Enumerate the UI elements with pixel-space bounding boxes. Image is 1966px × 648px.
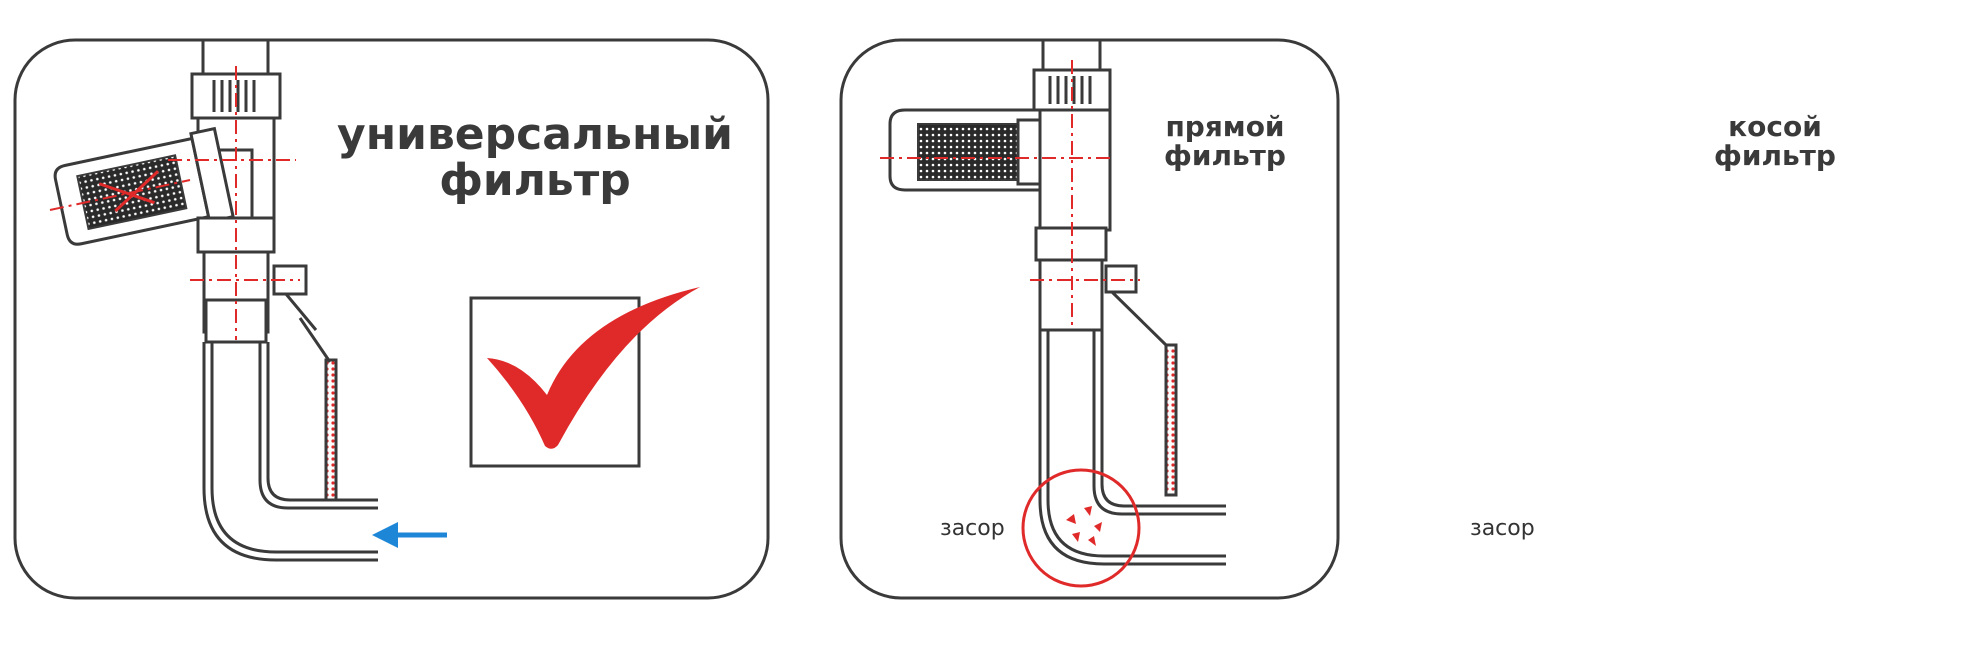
flow-arrow bbox=[372, 522, 447, 548]
drain-bend bbox=[202, 342, 378, 562]
drain-bend bbox=[1038, 330, 1226, 566]
approved-check bbox=[469, 287, 700, 468]
panel-universal bbox=[13, 38, 770, 600]
clog-label: засор bbox=[940, 516, 1005, 541]
ball-valve bbox=[1034, 226, 1178, 497]
panel-title-straight: прямой фильтр bbox=[1130, 112, 1320, 171]
title-line: прямой bbox=[1165, 110, 1285, 143]
universal-filter-body bbox=[53, 126, 235, 246]
panel-frame bbox=[839, 38, 1340, 600]
panel-straight bbox=[839, 38, 1340, 600]
straight-filter-body bbox=[888, 108, 1042, 192]
clog-label: засор bbox=[1470, 516, 1535, 541]
clog-marker bbox=[1021, 468, 1141, 588]
centerlines bbox=[880, 60, 1140, 330]
panel-frame bbox=[13, 38, 770, 600]
panel-title-oblique: косой фильтр bbox=[1690, 112, 1860, 171]
centerlines bbox=[49, 66, 300, 340]
clog-circle bbox=[1021, 468, 1141, 588]
checkmark-icon bbox=[487, 287, 700, 449]
title-line: фильтр bbox=[439, 155, 631, 207]
title-line: фильтр bbox=[1164, 139, 1286, 173]
panel-title-universal: универсальный фильтр bbox=[330, 109, 740, 207]
title-line: универсальный bbox=[337, 109, 733, 160]
title-line: фильтр bbox=[1714, 139, 1836, 173]
title-line: косой bbox=[1728, 110, 1822, 143]
debris-icon bbox=[1066, 506, 1102, 546]
